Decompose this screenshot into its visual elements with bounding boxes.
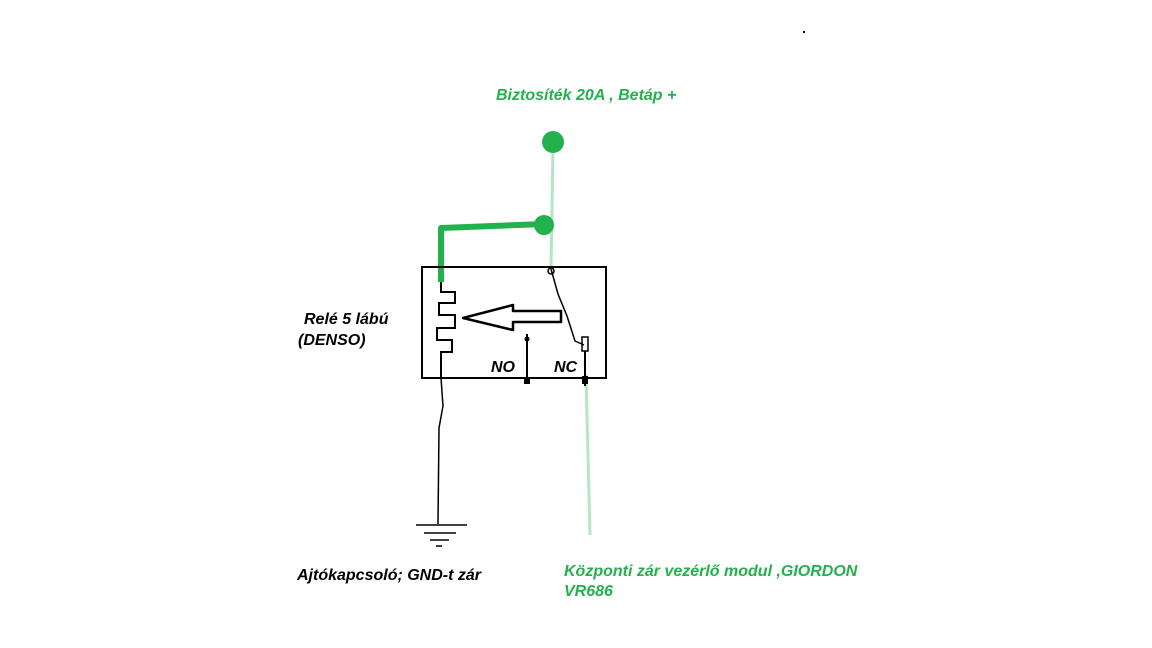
module-label-line1: Központi zár vezérlő modul ,GIORDON [564,563,858,580]
no-terminal [524,378,530,384]
switch-arm [550,268,585,346]
signal-wire-to-module [549,149,592,536]
power-wire-to-coil [438,221,545,282]
ground-icon [416,524,467,547]
module-label-line2: VR686 [564,583,613,600]
nc-terminal [582,376,588,384]
relay-label-line2: (DENSO) [298,332,366,349]
relay-coil [436,282,456,378]
fuse-node [542,131,564,153]
ground-wire [437,377,444,525]
nc-label: NC [554,359,578,376]
no-contact-dot [524,336,530,342]
relay-label-line1: Relé 5 lábú [304,311,389,328]
stray-dot [803,31,805,33]
relay-box [421,266,607,379]
fuse-label: Biztosíték 20A , Betáp + [496,87,677,104]
junction-node [534,215,554,235]
door-switch-label: Ajtókapcsoló; GND-t zár [297,567,482,584]
no-label: NO [491,359,515,376]
relay-arrow [461,303,563,332]
switch-pivot [547,267,555,275]
